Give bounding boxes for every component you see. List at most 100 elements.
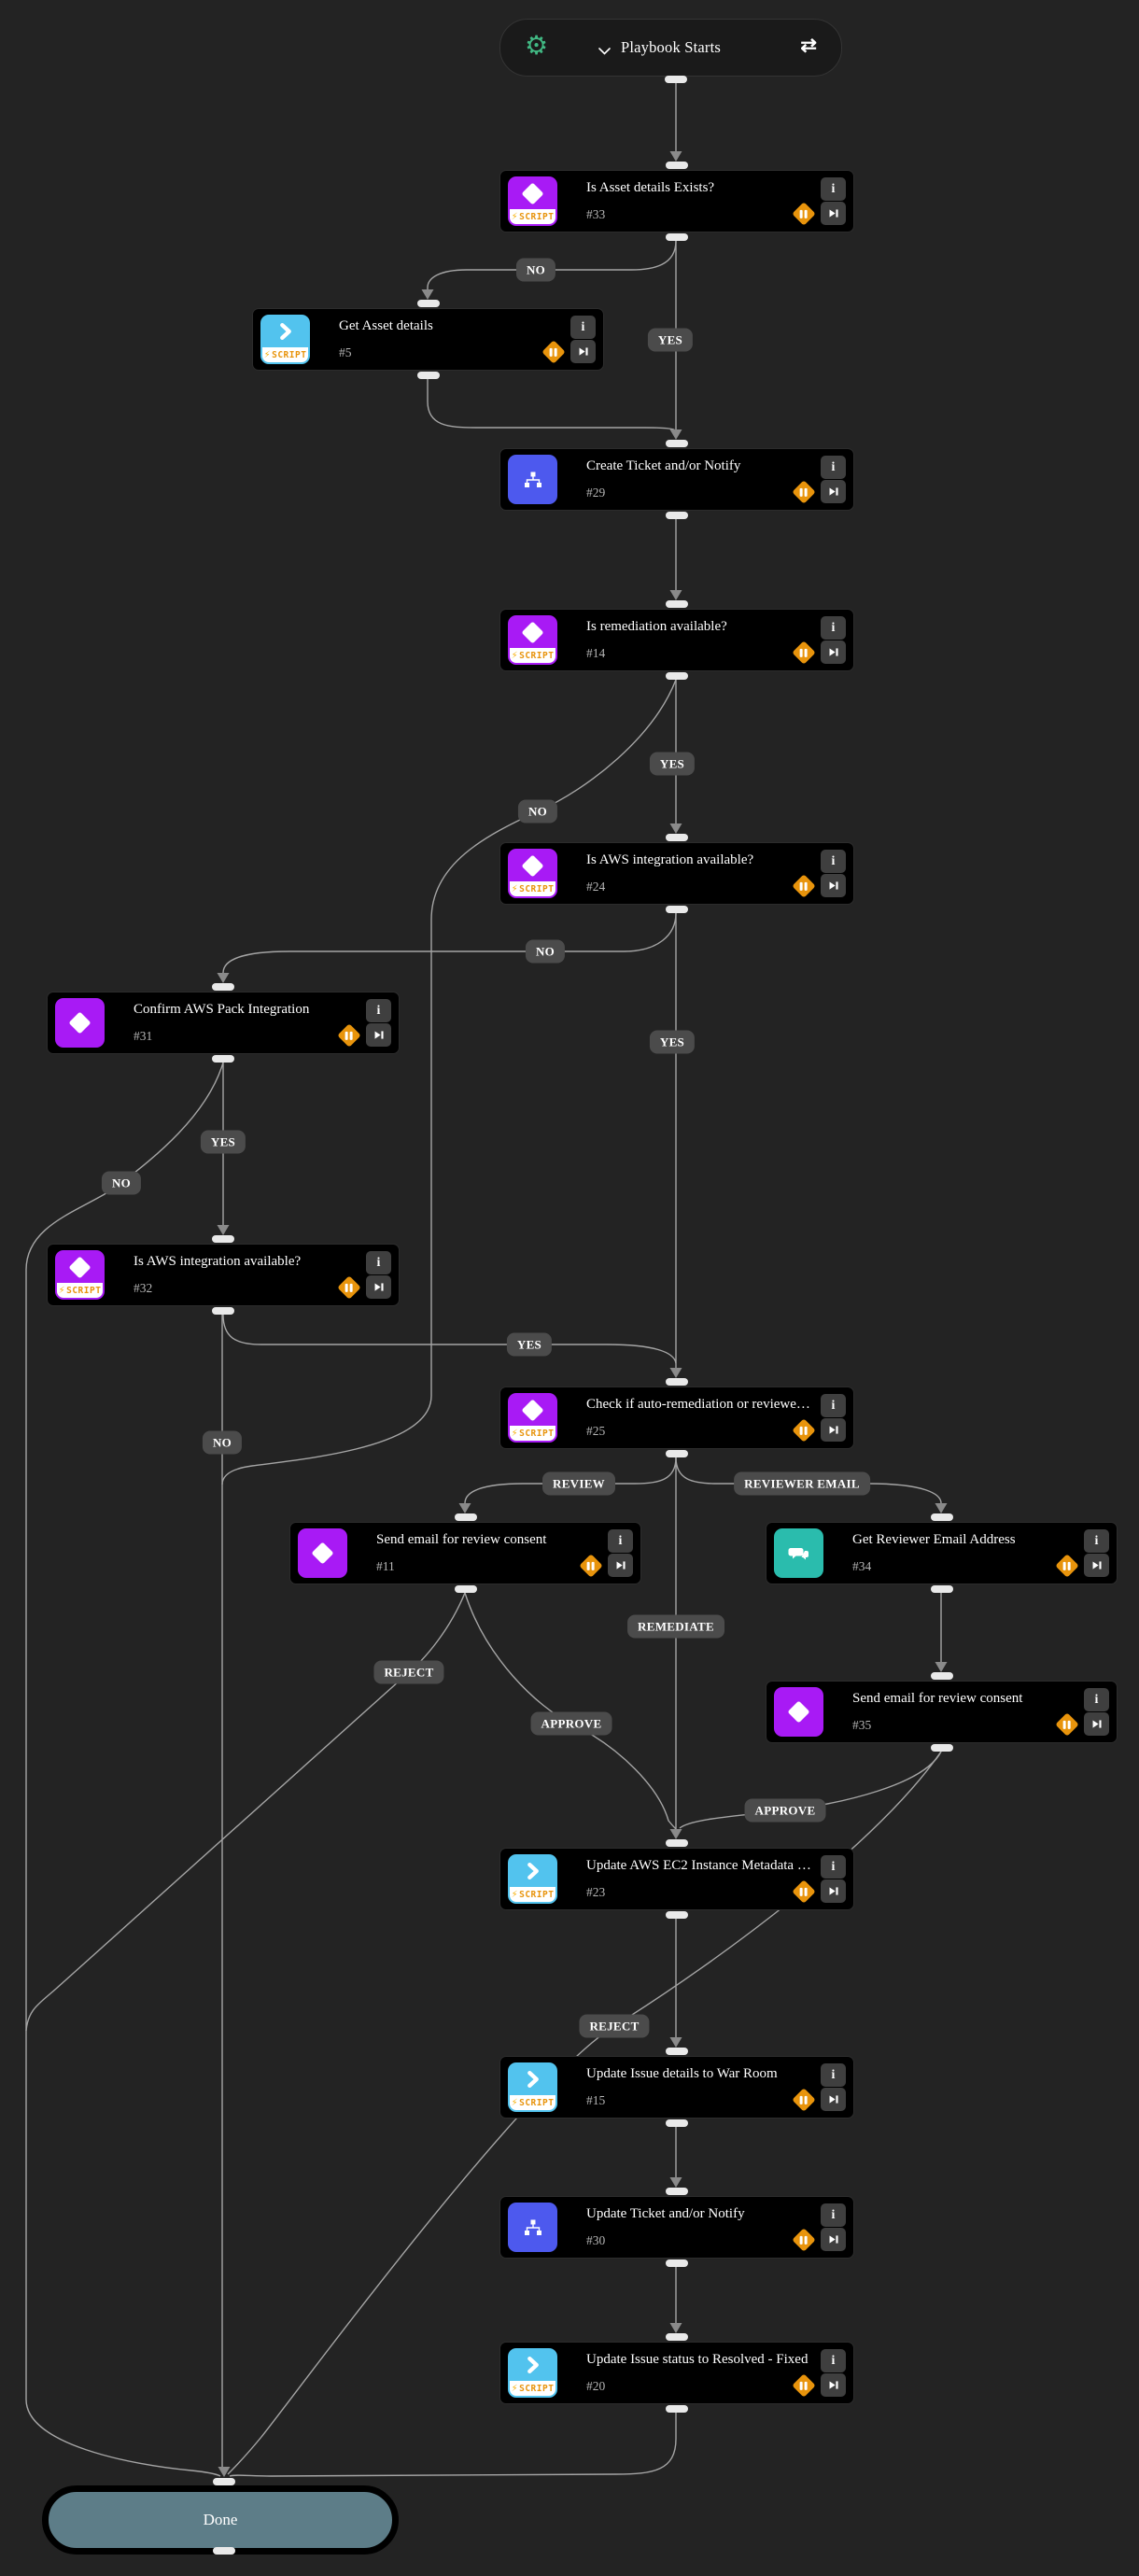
node-35-input-stub[interactable] [931, 1672, 953, 1680]
node-32-input-stub[interactable] [212, 1235, 234, 1243]
skip-task-button[interactable] [366, 1023, 391, 1047]
start-node-output-stub[interactable] [665, 76, 687, 83]
edge-label-approve-2: APPROVE [744, 1798, 826, 1823]
info-button[interactable]: i [1084, 1688, 1109, 1711]
info-button[interactable]: i [821, 1394, 846, 1417]
node-20-input-stub[interactable] [666, 2333, 688, 2341]
node-33-output-stub[interactable] [666, 233, 688, 241]
breakpoint-button[interactable] [1054, 1553, 1079, 1578]
node-29-input-stub[interactable] [666, 440, 688, 447]
skip-task-button[interactable] [570, 340, 596, 363]
breakpoint-button[interactable] [791, 201, 816, 226]
task-type-icon: ⚡SCRIPT [508, 2062, 557, 2112]
info-button[interactable]: i [821, 2203, 846, 2227]
breakpoint-button[interactable] [578, 1553, 603, 1578]
node-30-input-stub[interactable] [666, 2188, 688, 2195]
node-29-output-stub[interactable] [666, 512, 688, 519]
task-node-25[interactable]: ⚡SCRIPT Check if auto-remediation or rev… [499, 1387, 854, 1449]
node-31-input-stub[interactable] [212, 983, 234, 991]
task-node-33[interactable]: ⚡SCRIPT Is Asset details Exists? #33 i [499, 170, 854, 232]
node-15-input-stub[interactable] [666, 2048, 688, 2055]
skip-task-button[interactable] [821, 640, 846, 664]
skip-task-button[interactable] [1084, 1554, 1109, 1577]
info-button[interactable]: i [821, 850, 846, 873]
node-5-output-stub[interactable] [417, 372, 440, 379]
breakpoint-button[interactable] [791, 2227, 816, 2252]
node-23-input-stub[interactable] [666, 1839, 688, 1847]
task-node-11[interactable]: ⚡SCRIPT Send email for review consent #1… [289, 1522, 641, 1584]
node-34-input-stub[interactable] [931, 1513, 953, 1521]
breakpoint-button[interactable] [791, 479, 816, 504]
node-30-output-stub[interactable] [666, 2259, 688, 2267]
task-node-23[interactable]: ⚡SCRIPT Update AWS EC2 Instance Metadata… [499, 1848, 854, 1910]
breakpoint-button[interactable] [791, 1417, 816, 1443]
node-31-output-stub[interactable] [212, 1055, 234, 1063]
task-node-15[interactable]: ⚡SCRIPT Update Issue details to War Room… [499, 2056, 854, 2119]
breakpoint-button[interactable] [791, 873, 816, 898]
node-23-output-stub[interactable] [666, 1911, 688, 1919]
info-button[interactable]: i [1084, 1529, 1109, 1553]
node-35-output-stub[interactable] [931, 1744, 953, 1752]
breakpoint-button[interactable] [1054, 1711, 1079, 1737]
skip-task-button[interactable] [821, 2088, 846, 2111]
info-button[interactable]: i [366, 1251, 391, 1274]
info-button[interactable]: i [821, 616, 846, 640]
task-node-34[interactable]: ⚡SCRIPT Get Reviewer Email Address #34 i [766, 1522, 1118, 1584]
info-button[interactable]: i [821, 177, 846, 201]
task-node-35[interactable]: ⚡SCRIPT Send email for review consent #3… [766, 1681, 1118, 1743]
info-button[interactable]: i [821, 2349, 846, 2372]
node-24-output-stub[interactable] [666, 906, 688, 913]
task-node-5[interactable]: ⚡SCRIPT Get Asset details #5 i [252, 308, 604, 371]
node-5-input-stub[interactable] [417, 300, 440, 307]
task-node-20[interactable]: ⚡SCRIPT Update Issue status to Resolved … [499, 2342, 854, 2404]
skip-task-button[interactable] [821, 2373, 846, 2397]
skip-task-button[interactable] [366, 1275, 391, 1299]
node-32-output-stub[interactable] [212, 1307, 234, 1315]
node-14-output-stub[interactable] [666, 672, 688, 680]
task-node-24[interactable]: ⚡SCRIPT Is AWS integration available? #2… [499, 842, 854, 905]
info-button[interactable]: i [821, 2063, 846, 2087]
skip-task-button[interactable] [821, 874, 846, 897]
node-25-input-stub[interactable] [666, 1378, 688, 1386]
swap-arrows-icon[interactable]: ⇄ [800, 34, 817, 56]
done-terminal-node[interactable]: Done [42, 2485, 399, 2555]
task-node-29[interactable]: ⚡SCRIPT Create Ticket and/or Notify #29 … [499, 448, 854, 511]
pause-diamond-icon [578, 1553, 603, 1578]
node-33-input-stub[interactable] [666, 162, 688, 169]
skip-task-button[interactable] [821, 480, 846, 503]
skip-task-button[interactable] [1084, 1712, 1109, 1736]
skip-task-button[interactable] [821, 1879, 846, 1903]
node-11-output-stub[interactable] [455, 1585, 477, 1593]
done-output-stub[interactable] [213, 2547, 235, 2555]
skip-task-button[interactable] [821, 202, 846, 225]
breakpoint-button[interactable] [791, 2087, 816, 2112]
playbook-start-node[interactable]: ⚙ Playbook Starts ⇄ [499, 19, 842, 77]
node-15-output-stub[interactable] [666, 2119, 688, 2127]
node-20-output-stub[interactable] [666, 2405, 688, 2413]
node-11-input-stub[interactable] [455, 1513, 477, 1521]
info-button[interactable]: i [366, 999, 391, 1022]
breakpoint-button[interactable] [791, 1879, 816, 1904]
task-node-30[interactable]: ⚡SCRIPT Update Ticket and/or Notify #30 … [499, 2196, 854, 2259]
node-25-output-stub[interactable] [666, 1450, 688, 1457]
chevron-down-icon[interactable] [598, 43, 611, 60]
info-button[interactable]: i [821, 1855, 846, 1879]
breakpoint-button[interactable] [541, 339, 566, 364]
node-24-input-stub[interactable] [666, 834, 688, 841]
info-button[interactable]: i [821, 456, 846, 479]
done-input-stub[interactable] [213, 2478, 235, 2485]
skip-task-button[interactable] [608, 1554, 633, 1577]
task-node-14[interactable]: ⚡SCRIPT Is remediation available? #14 i [499, 609, 854, 671]
breakpoint-button[interactable] [336, 1274, 361, 1300]
breakpoint-button[interactable] [791, 640, 816, 665]
info-button[interactable]: i [608, 1529, 633, 1553]
breakpoint-button[interactable] [791, 2372, 816, 2398]
info-button[interactable]: i [570, 316, 596, 339]
task-node-32[interactable]: ⚡SCRIPT Is AWS integration available? #3… [47, 1244, 400, 1306]
task-node-31[interactable]: ⚡SCRIPT Confirm AWS Pack Integration #31… [47, 992, 400, 1054]
skip-task-button[interactable] [821, 2228, 846, 2251]
breakpoint-button[interactable] [336, 1022, 361, 1048]
node-34-output-stub[interactable] [931, 1585, 953, 1593]
skip-task-button[interactable] [821, 1418, 846, 1442]
node-14-input-stub[interactable] [666, 600, 688, 608]
